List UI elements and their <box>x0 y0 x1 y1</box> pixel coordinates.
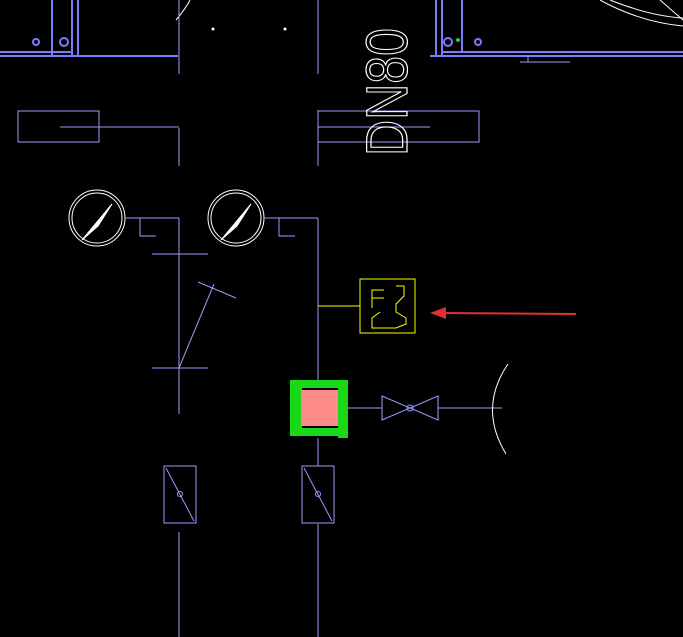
pressure-gauge-right[interactable] <box>207 189 318 247</box>
butterfly-valve[interactable] <box>348 395 502 421</box>
bolt-icon <box>32 38 40 46</box>
strainer-right[interactable] <box>301 465 335 524</box>
marker-dot <box>211 27 215 31</box>
bolt-icon <box>474 38 482 46</box>
top-left-equipment-frame <box>0 0 178 57</box>
strainer-left[interactable] <box>163 465 197 524</box>
status-dot <box>456 38 460 42</box>
marker-dot <box>283 27 287 31</box>
pipe-size-label: DN80 <box>355 28 420 156</box>
pressure-gauge-left[interactable] <box>68 189 179 247</box>
selected-component[interactable] <box>290 380 348 438</box>
swing-check-valve[interactable] <box>152 253 237 369</box>
bolt-icon <box>59 37 69 47</box>
left-label-box <box>17 110 179 143</box>
top-right-equipment-frame <box>430 0 683 63</box>
annotation-arrow <box>430 307 577 319</box>
bolt-icon <box>443 37 453 47</box>
flexible-hose-arc <box>492 363 509 455</box>
flow-switch[interactable] <box>318 278 416 334</box>
arc-fragment <box>175 0 191 21</box>
right-label-box <box>317 110 480 143</box>
